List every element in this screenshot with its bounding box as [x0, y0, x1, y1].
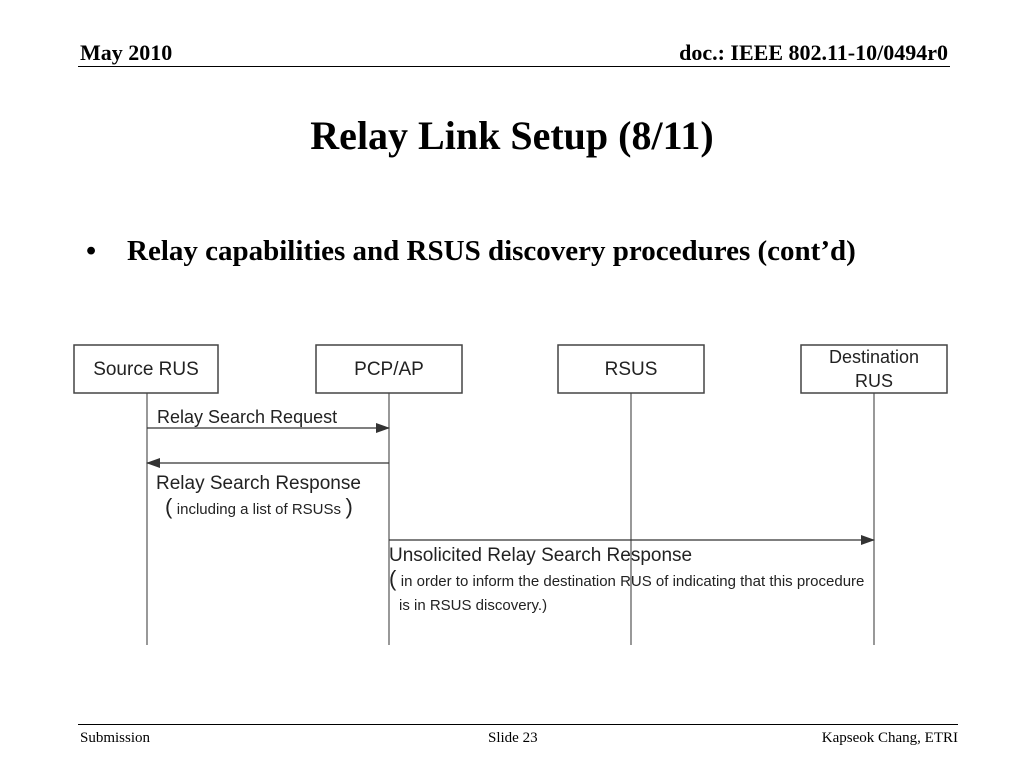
entity-pcp-ap: PCP/AP: [315, 344, 463, 394]
message-relay-search-response: Relay Search Response ( including a list…: [146, 458, 389, 519]
header-doc-id: doc.: IEEE 802.11-10/0494r0: [679, 40, 948, 65]
entity-rsus: RSUS: [557, 344, 705, 394]
message-relay-search-request: Relay Search Request: [147, 407, 390, 433]
header-divider: [78, 66, 950, 67]
entity-destination-rus: Destination RUS: [800, 344, 948, 394]
entity-label-line2: RUS: [855, 371, 893, 391]
entity-source-rus: Source RUS: [73, 344, 219, 394]
message-label: Relay Search Response: [156, 473, 361, 494]
message-unsolicited-relay-search-response: Unsolicited Relay Search Response ( in o…: [389, 535, 875, 614]
message-sub-text: in order to inform the destination RUS o…: [401, 573, 865, 590]
footer-submission: Submission: [80, 730, 151, 746]
footer-slide-number: Slide 23: [488, 730, 538, 746]
message-sub-text-line2: is in RSUS discovery.): [399, 597, 547, 614]
message-sub-label: ( in order to inform the destination RUS…: [389, 566, 864, 591]
entity-label: Source RUS: [93, 359, 199, 380]
header-date: May 2010: [80, 40, 173, 65]
paren-open: (: [389, 566, 397, 591]
message-sub-text: including a list of RSUSs: [177, 501, 341, 518]
paren-close: ): [345, 494, 352, 519]
message-label: Unsolicited Relay Search Response: [389, 545, 692, 566]
entity-label-line1: Destination: [829, 347, 919, 367]
footer-divider: [78, 724, 958, 725]
bullet-marker: •: [86, 235, 97, 267]
message-label: Relay Search Request: [157, 407, 337, 427]
footer-author: Kapseok Chang, ETRI: [821, 730, 958, 746]
slide-title: Relay Link Setup (8/11): [310, 113, 714, 158]
bullet-text: Relay capabilities and RSUS discovery pr…: [127, 235, 856, 267]
paren-open: (: [165, 494, 173, 519]
entity-label: RSUS: [605, 359, 658, 380]
entity-label: PCP/AP: [354, 359, 424, 380]
message-sub-label: ( including a list of RSUSs ): [165, 494, 353, 519]
